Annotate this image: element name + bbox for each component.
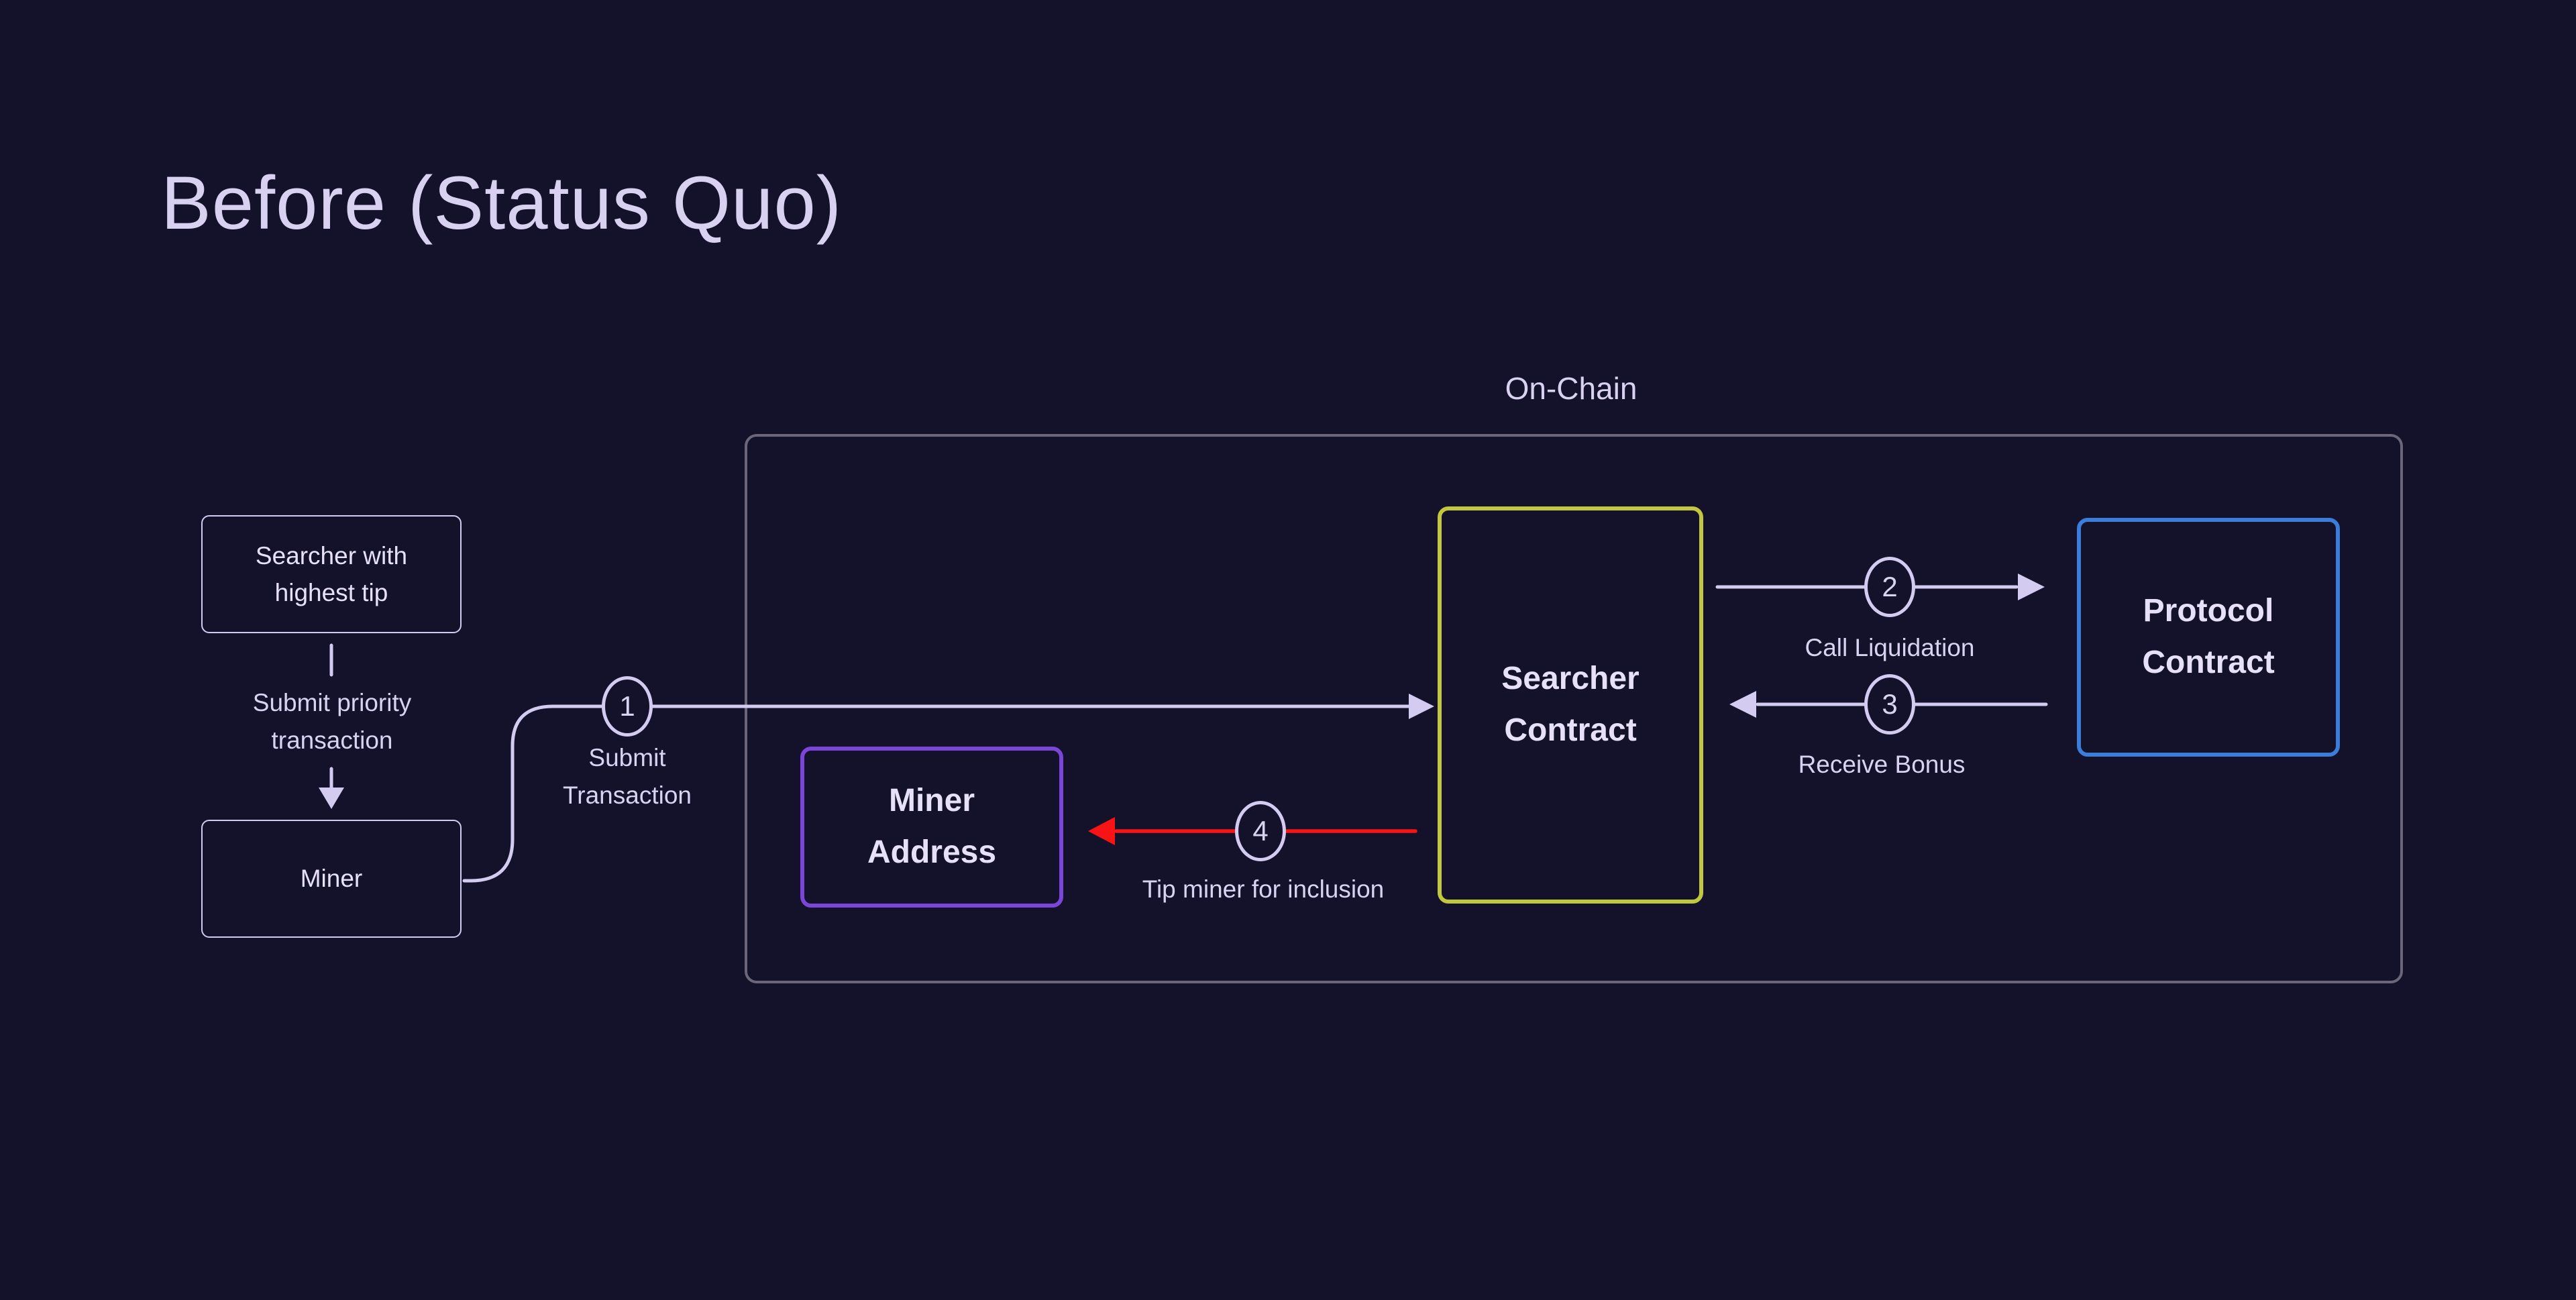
step-1-badge: 1 bbox=[602, 676, 653, 737]
node-miner-label: Miner bbox=[300, 865, 363, 893]
step-2-number: 2 bbox=[1882, 571, 1898, 602]
onchain-region-label: On-Chain bbox=[1505, 371, 1638, 406]
node-searcher-with-highest-tip: Searcher with highest tip bbox=[201, 515, 462, 633]
step-3-number: 3 bbox=[1882, 688, 1898, 720]
edge-label-tip-miner-for-inclusion: Tip miner for inclusion bbox=[1142, 875, 1385, 903]
arrowhead-call-liquidation-right bbox=[2018, 574, 2045, 600]
edge-label-submit-transaction: Submit Transaction bbox=[563, 744, 692, 809]
arrowhead-receive-bonus-left bbox=[1729, 691, 1756, 718]
step-2-badge: 2 bbox=[1864, 557, 1915, 617]
node-miner-address: Miner Address bbox=[800, 747, 1063, 908]
step-4-badge: 4 bbox=[1235, 801, 1286, 861]
page-title: Before (Status Quo) bbox=[161, 161, 843, 245]
node-protocol-contract: Protocol Contract bbox=[2077, 518, 2340, 757]
node-searcher-with-highest-tip-label: Searcher with highest tip bbox=[255, 541, 408, 607]
node-searcher-contract-label: Searcher Contract bbox=[1501, 661, 1640, 748]
node-protocol-contract-label: Protocol Contract bbox=[2142, 593, 2275, 680]
edge-label-call-liquidation: Call Liquidation bbox=[1805, 634, 1975, 661]
node-miner-address-label: Miner Address bbox=[867, 783, 997, 870]
arrowhead-submit-transaction-right bbox=[1409, 694, 1434, 719]
step-3-badge: 3 bbox=[1864, 674, 1915, 735]
onchain-region-outline bbox=[745, 434, 2403, 983]
edge-label-receive-bonus: Receive Bonus bbox=[1798, 751, 1966, 778]
step-1-number: 1 bbox=[619, 690, 635, 722]
node-miner: Miner bbox=[201, 820, 462, 938]
step-4-number: 4 bbox=[1252, 815, 1269, 847]
node-searcher-contract: Searcher Contract bbox=[1438, 506, 1703, 904]
edge-submit-transaction-path bbox=[462, 704, 1411, 883]
arrowhead-tip-miner-left bbox=[1088, 817, 1115, 845]
edge-label-submit-priority-transaction: Submit priority transaction bbox=[252, 689, 412, 754]
arrowhead-submit-priority-down bbox=[319, 788, 344, 809]
